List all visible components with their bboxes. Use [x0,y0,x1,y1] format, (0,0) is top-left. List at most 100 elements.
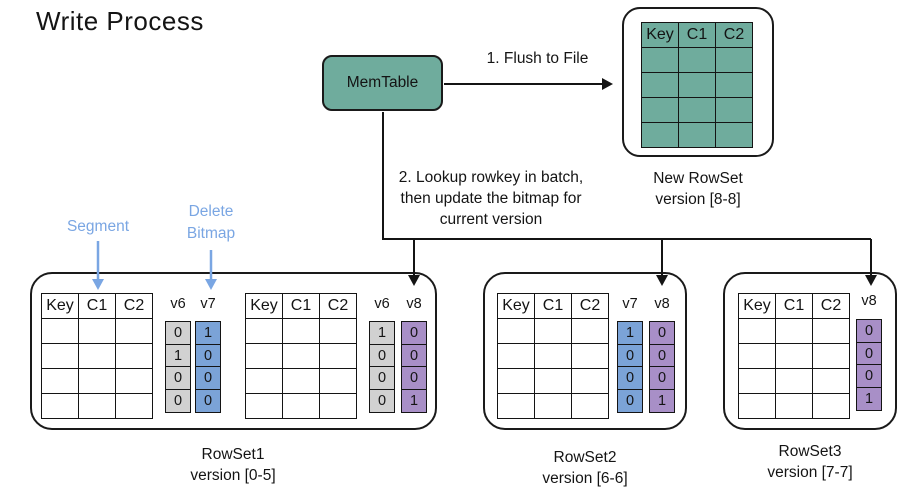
delete-bitmap-column: 1 0 0 0 [369,321,395,413]
table-cell [41,343,79,369]
table-cell [534,318,572,344]
delete-bitmap-column: 1 0 0 0 [617,321,643,413]
table-cell [715,97,753,123]
table-cell [678,72,716,98]
table-cell [738,343,776,369]
new-rowset-table: Key C1 C2 [641,22,753,148]
table-cell [571,393,609,419]
table-header-row: Key C1 C2 [245,293,357,319]
table-cell [78,318,116,344]
bitmap-cell: 0 [649,366,675,390]
table-cell [319,318,357,344]
bitmap-cell: 0 [369,366,395,390]
table-cell [319,393,357,419]
table-cell [812,343,850,369]
bitmap-cell: 1 [649,388,675,413]
bitmap-cell: 0 [856,364,882,388]
header-cell-c2: C2 [319,293,357,319]
table-cell [571,318,609,344]
table-cell [115,343,153,369]
table-cell [812,318,850,344]
rowset2-name: RowSet2 [553,449,617,466]
table-cell [282,368,320,394]
rowset1-segment2-table: Key C1 C2 [245,293,357,419]
table-cell [641,72,679,98]
bitmap-cell: 0 [401,366,427,390]
header-cell-key: Key [245,293,283,319]
table-cell [245,368,283,394]
table-cell [775,343,813,369]
lookup-arrow-label: 2. Lookup rowkey in batch, then update t… [398,169,584,228]
rowset1-name: RowSet1 [201,446,265,463]
rowset3-name: RowSet3 [778,443,842,460]
bitmap-cell: 1 [617,321,643,345]
table-cell [571,368,609,394]
page-title: Write Process [36,6,204,36]
table-cell [812,368,850,394]
table-cell [641,122,679,148]
rowset3-version: version [7-7] [767,464,853,481]
bitmap-cell: 0 [617,343,643,368]
table-cell [738,393,776,419]
header-cell-c1: C1 [282,293,320,319]
bitmap-cell: 0 [617,366,643,390]
table-cell [115,318,153,344]
bitmap-cell: 0 [369,343,395,368]
table-cell [534,368,572,394]
table-cell [78,368,116,394]
header-cell-key: Key [41,293,79,319]
table-cell [738,368,776,394]
rowset1-caption: RowSet1 version [0-5] [158,444,308,486]
delete-bitmap-column: 0 0 0 1 [856,319,882,411]
bitmap-cell: 1 [401,388,427,413]
table-cell [245,318,283,344]
bitmap-cell: 0 [856,341,882,366]
header-cell-c2: C2 [115,293,153,319]
delete-bitmap-column: 0 1 0 0 [165,321,191,413]
table-cell [319,368,357,394]
bitmap-version-label: v6 [374,296,390,312]
table-cell [812,393,850,419]
rowset3-table: Key C1 C2 [738,293,850,419]
flush-arrow-label: 1. Flush to File [486,50,589,67]
header-cell-key: Key [497,293,535,319]
bitmap-cell: 0 [856,319,882,343]
header-cell-c1: C1 [534,293,572,319]
table-cell [115,393,153,419]
bitmap-version-label: v7 [200,296,216,312]
table-cell [497,318,535,344]
table-cell [534,393,572,419]
rowset2-table: Key C1 C2 [497,293,609,419]
rowset2-caption: RowSet2 version [6-6] [510,447,660,489]
new-rowset-version: version [8-8] [655,191,741,208]
table-cell [775,368,813,394]
bitmap-cell: 1 [195,321,221,345]
table-cell [497,393,535,419]
memtable-node: MemTable [322,55,443,111]
segment-annotation: Segment [66,218,130,235]
bitmap-cell: 0 [195,343,221,368]
table-cell [115,368,153,394]
table-cell [571,343,609,369]
table-header-row: Key C1 C2 [738,293,850,319]
bitmap-cell: 0 [649,321,675,345]
bitmap-cell: 1 [165,343,191,368]
header-cell-c2: C2 [715,22,753,48]
bitmap-cell: 0 [401,321,427,345]
header-cell-c1: C1 [78,293,116,319]
header-cell-c1: C1 [775,293,813,319]
table-cell [41,368,79,394]
table-cell [78,393,116,419]
bitmap-cell: 0 [165,388,191,413]
header-cell-key: Key [738,293,776,319]
table-cell [245,343,283,369]
bitmap-cell: 0 [649,343,675,368]
table-cell [534,343,572,369]
delete-bitmap-annotation: Delete Bitmap [186,203,236,242]
delete-bitmap-column: 0 0 0 1 [649,321,675,413]
table-cell [497,368,535,394]
bitmap-version-label: v6 [170,296,186,312]
table-header-row: Key C1 C2 [641,22,753,48]
bitmap-cell: 1 [369,321,395,345]
table-cell [775,393,813,419]
